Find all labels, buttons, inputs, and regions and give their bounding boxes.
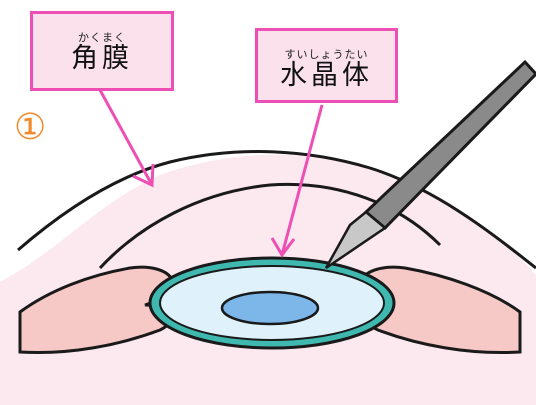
cornea-label-box: かくまく 角膜 (30, 11, 174, 91)
cornea-ruby: かくまく (78, 31, 126, 44)
cornea-label: 角膜 (71, 43, 133, 74)
cornea-pointer-arrow (98, 89, 155, 188)
cornea-outer-curve (17, 150, 536, 270)
surgical-knife (324, 59, 536, 270)
lens-ruby: すいしょうたい (284, 48, 369, 61)
knife-blade (324, 210, 388, 270)
step-marker: ① (14, 107, 47, 148)
lens-label-box: すいしょうたい 水晶体 (255, 28, 398, 103)
lens-pointer-arrow (270, 104, 324, 258)
lens-nucleus (220, 290, 320, 326)
lens-label: 水晶体 (280, 60, 373, 91)
